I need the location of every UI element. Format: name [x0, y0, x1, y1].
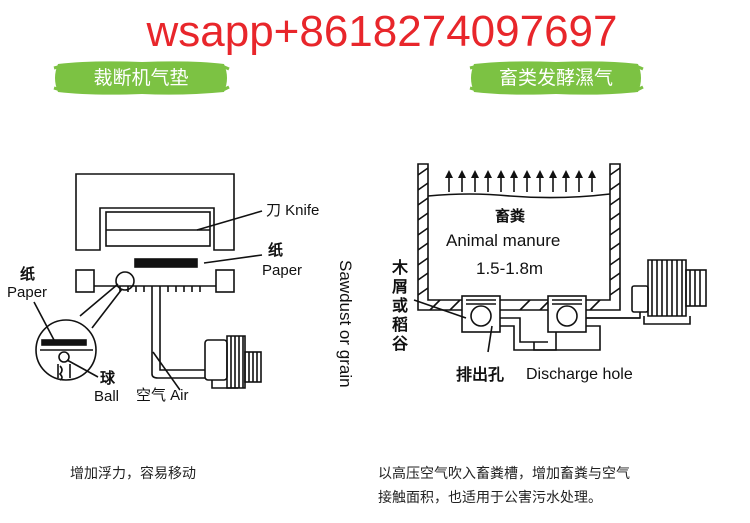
magnify-ball	[58, 351, 70, 363]
platform-post-right	[215, 269, 235, 293]
machine-frame	[75, 173, 235, 251]
sawdust-en-label: Sawdust or grain	[336, 260, 355, 388]
banner-brush-shape	[53, 61, 230, 95]
knife-label: 刀 Knife	[266, 202, 320, 219]
sawdust-cn-label: 木屑或稻谷	[392, 258, 409, 353]
ball-cn-label: 球	[100, 369, 116, 387]
magnify-line-2	[91, 288, 123, 329]
air-leader	[152, 351, 181, 391]
knife-block	[105, 211, 211, 247]
blower-right	[631, 259, 707, 325]
ball-en-label: Ball	[94, 388, 120, 405]
discharge-en-label: Discharge hole	[526, 366, 633, 383]
banner-right-label: 畜类发酵濕气	[498, 67, 613, 89]
discharge-cn-label: 排出孔	[456, 365, 505, 384]
manure-surface	[427, 193, 611, 199]
cutting-machine-diagram	[33, 173, 263, 391]
paper2-en-label: Paper	[7, 284, 48, 301]
knife-leader	[196, 210, 263, 231]
air-label: 空气 Air	[136, 387, 189, 404]
caption-left: 增加浮力，容易移动	[70, 466, 196, 482]
paper2-cn-label: 纸	[20, 265, 36, 283]
depth-label: 1.5-1.8m	[476, 259, 544, 278]
paper-sheet	[134, 258, 198, 268]
ball-leader	[66, 359, 99, 378]
banner-brush-shape	[469, 61, 644, 95]
caption-right-line1: 以高压空气吹入畜粪槽，增加畜粪与空气	[378, 466, 630, 482]
caption-right-line2: 接触面积，也适用于公害污水处理。	[378, 490, 602, 506]
paper-leader	[203, 254, 263, 264]
magnify-line-1	[79, 283, 119, 317]
discharge-hole-right	[556, 305, 578, 327]
blower-left	[204, 335, 262, 389]
magnify-circle	[35, 319, 97, 381]
tank-hatching	[417, 167, 621, 311]
air-pipe-inner	[159, 292, 205, 371]
magnify-paper	[41, 339, 87, 346]
manure-en-label: Animal manure	[446, 231, 561, 250]
grate-right	[552, 299, 582, 305]
sawdust-leader	[413, 299, 467, 319]
discharge-hole-left	[470, 305, 492, 327]
paper-cn-label: 纸	[268, 241, 284, 259]
discharge-leader	[487, 325, 493, 353]
vapor-arrows	[445, 170, 596, 192]
paper-en-label: Paper	[262, 262, 303, 279]
air-pipe-outer	[151, 292, 205, 379]
banner-fermentation: 畜类发酵濕气	[468, 58, 644, 98]
ball-circle	[115, 271, 135, 291]
pipe-outlet	[586, 312, 641, 319]
manure-tank-diagram	[413, 163, 707, 353]
banner-cutting-machine: 裁断机气垫	[52, 58, 230, 98]
paper2-leader	[33, 301, 55, 341]
grate-left	[466, 299, 496, 305]
platform-post-left	[75, 269, 95, 293]
banner-left-label: 裁断机气垫	[93, 67, 189, 89]
magnify-spring	[57, 364, 71, 381]
watermark-text: wsapp+8618274097697	[146, 7, 618, 56]
manure-cn-label: 畜粪	[495, 207, 526, 225]
